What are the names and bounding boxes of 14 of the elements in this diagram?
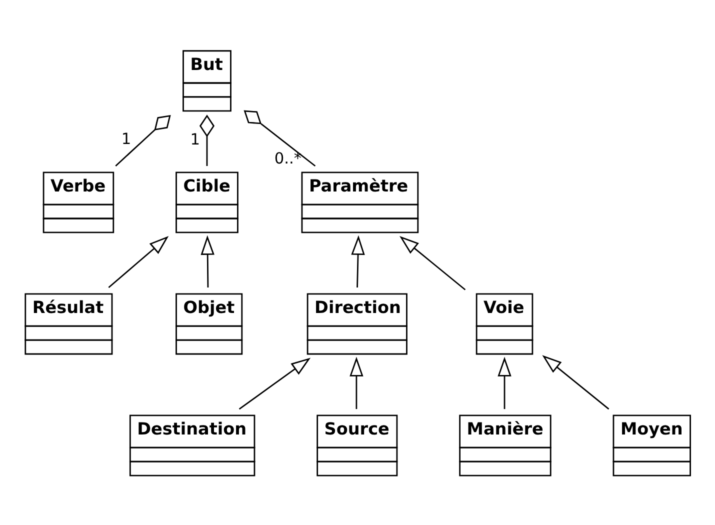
- arrow: [108, 236, 169, 288]
- arrow: [238, 358, 311, 410]
- edge-label: 1: [190, 130, 200, 149]
- edge-label: 1: [121, 130, 132, 148]
- arrow: [542, 355, 610, 410]
- connector: [244, 110, 316, 167]
- arrow: [351, 235, 365, 288]
- arrow: [498, 356, 512, 410]
- arrow: [350, 356, 364, 410]
- connector: [199, 114, 215, 166]
- edge-label: 0..*: [274, 150, 302, 168]
- connector: [115, 115, 171, 166]
- arrow: [400, 236, 466, 290]
- arrow: [200, 235, 214, 288]
